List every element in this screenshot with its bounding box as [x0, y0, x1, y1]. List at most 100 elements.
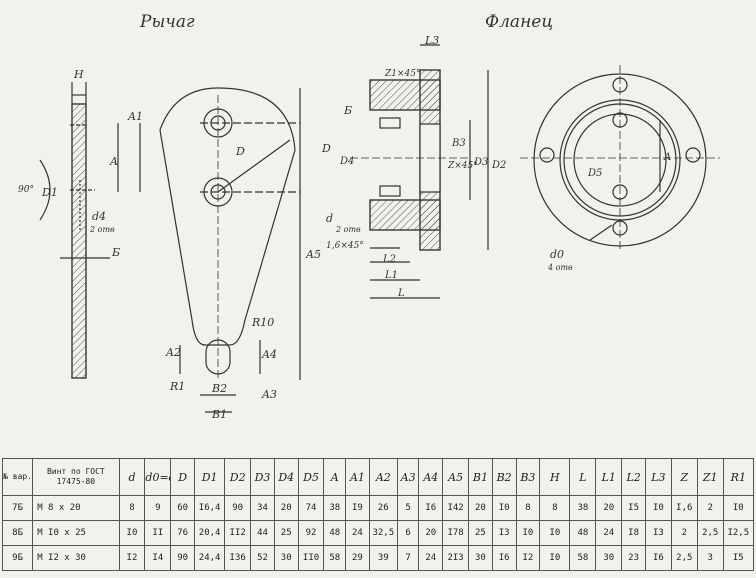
table-cell: 90	[170, 545, 196, 571]
label-A: A	[109, 155, 118, 168]
label-R1: R1	[169, 380, 185, 393]
table-cell: М 8 x 20	[32, 495, 120, 521]
table-header-cell: B2	[491, 458, 517, 496]
label-Z1: Z1×45°	[384, 69, 420, 79]
table-header-cell: d	[118, 458, 146, 496]
table-cell: 25	[468, 520, 493, 546]
label-holes4: 4 отв	[547, 263, 573, 272]
label-L2: L2	[382, 254, 396, 265]
table-cell: I0	[491, 495, 517, 521]
label-D-flange: D	[321, 142, 331, 155]
label-d: d	[326, 212, 333, 225]
table-cell: II2	[224, 520, 252, 546]
table-cell: II	[144, 520, 172, 546]
table-cell: I9	[345, 495, 370, 521]
table-cell: 38	[323, 495, 347, 521]
table-cell: 24,4	[194, 545, 226, 571]
lever-side-view	[39, 82, 110, 379]
label-B-lever: Б	[111, 246, 120, 259]
table-header-cell: L1	[595, 458, 623, 496]
technical-drawing: H A1 A D D1 90° d4 2 отв Б A5 R10 A2 A4 …	[18, 34, 720, 421]
table-cell: 30	[468, 545, 493, 571]
table-cell: I6	[491, 545, 517, 571]
table-cell: 20	[595, 495, 623, 521]
label-B-flange: Б	[343, 104, 352, 117]
table-header-cell: A4	[418, 458, 444, 496]
table-header-cell: A	[323, 458, 347, 496]
table-cell: 25	[273, 520, 299, 546]
table-cell: 9	[144, 495, 172, 521]
flange-title: Фланец	[485, 12, 554, 32]
table-header-cell: A1	[345, 458, 370, 496]
label-A3: A3	[261, 388, 277, 401]
label-A-flange: A	[663, 152, 671, 163]
table-cell: 58	[569, 545, 597, 571]
table-header-cell: Z	[670, 458, 698, 496]
table-cell: 30	[595, 545, 623, 571]
table-header-cell: d0=d4	[144, 458, 172, 496]
table-cell: 92	[297, 520, 325, 546]
table-cell: I2	[118, 545, 146, 571]
table-header-cell: A2	[368, 458, 398, 496]
table-cell: 20	[273, 495, 299, 521]
label-d0: d0	[550, 248, 564, 261]
label-A2: A2	[165, 346, 181, 359]
label-L: L	[397, 288, 405, 299]
table-header-cell: Винт по ГОСТ 17475-80	[32, 458, 120, 496]
table-cell: 26	[368, 495, 398, 521]
label-holes: 2 отв	[89, 225, 115, 234]
table-header-cell: D4	[273, 458, 299, 496]
table-header-cell: № вар.	[1, 458, 34, 496]
label-angle: 90°	[18, 185, 34, 195]
label-A1: A1	[127, 110, 143, 123]
table-cell: 74	[297, 495, 325, 521]
label-H: H	[73, 68, 84, 81]
table-cell: 23	[621, 545, 646, 571]
table-cell: 20,4	[194, 520, 226, 546]
table-cell: I0	[722, 495, 755, 521]
table-cell: I5	[621, 495, 646, 521]
table-cell: 8Б	[1, 520, 34, 546]
label-B1: B1	[211, 408, 227, 421]
table-cell: I0	[539, 545, 571, 571]
table-cell: 20	[418, 520, 444, 546]
table-cell: 44	[250, 520, 275, 546]
table-cell: 3	[696, 545, 724, 571]
label-L3: L3	[424, 34, 439, 47]
table-cell: I6,4	[194, 495, 226, 521]
table-header-row: № вар.Винт по ГОСТ 17475-80dd0=d4DD1D2D3…	[1, 458, 755, 496]
table-cell: I3	[491, 520, 517, 546]
table-cell: 2	[670, 520, 698, 546]
label-D1: D1	[41, 186, 58, 199]
table-cell: 39	[368, 545, 398, 571]
table-header-cell: D1	[194, 458, 226, 496]
label-D4: D4	[339, 156, 354, 167]
table-cell: I0	[539, 520, 571, 546]
table-header-cell: D	[170, 458, 196, 496]
flange-front-view	[520, 65, 720, 250]
label-D2: D2	[491, 160, 506, 171]
table-cell: I0	[515, 520, 541, 546]
label-holes2: 2 отв	[335, 225, 361, 234]
table-header-cell: A5	[442, 458, 470, 496]
table-cell: М I2 x 30	[32, 545, 120, 571]
table-header-cell: Z1	[696, 458, 724, 496]
label-L1: L1	[384, 270, 398, 281]
table-cell: 7	[396, 545, 420, 571]
table-cell: М I0 x 25	[32, 520, 120, 546]
table-cell: I2	[515, 545, 541, 571]
table-cell: 52	[250, 545, 275, 571]
label-D: D	[235, 145, 245, 158]
table-cell: 7Б	[1, 495, 34, 521]
table-cell: 58	[323, 545, 347, 571]
label-chamfer: 1,6×45°	[326, 241, 364, 251]
table-header-cell: D5	[297, 458, 325, 496]
label-R10: R10	[251, 316, 274, 329]
label-d4: d4	[92, 210, 106, 223]
table-cell: 76	[170, 520, 196, 546]
table-cell: 90	[224, 495, 252, 521]
table-cell: I3	[644, 520, 672, 546]
